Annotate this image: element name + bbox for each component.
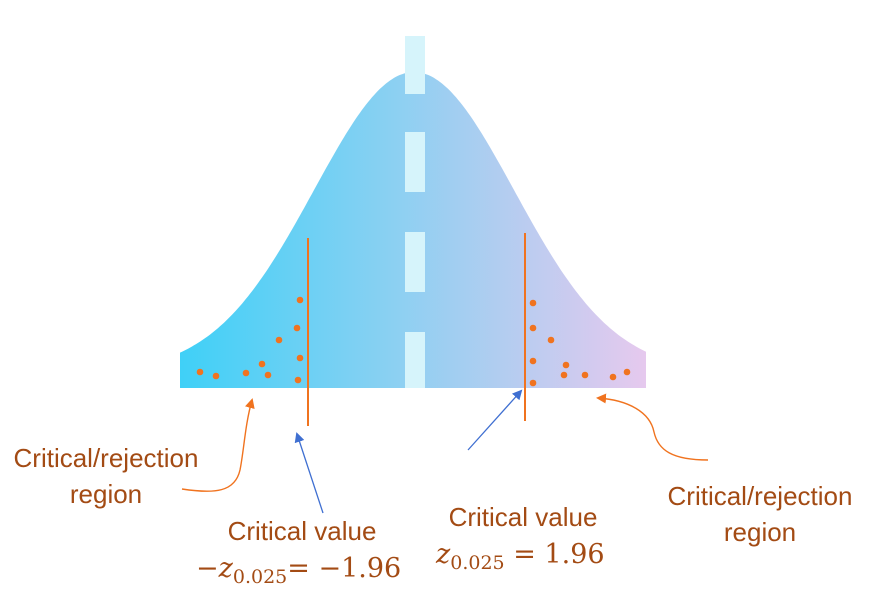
right-formula-rest: = 1.96 [504, 539, 605, 570]
right-region-dot [581, 371, 589, 379]
right-formula-subscript: 0.025 [450, 552, 505, 574]
center-dash-4 [405, 332, 425, 388]
right-region-dot [623, 368, 631, 376]
left-region-dot [293, 324, 301, 332]
left-region-dot [296, 296, 304, 304]
center-mean-dashed-line [405, 36, 425, 388]
right-region-dot [529, 299, 537, 307]
left-critical-value-formula: −z0.025= −1.96 [196, 551, 401, 587]
left-region-label-line2: region [69, 479, 143, 509]
right-region-dot [547, 336, 555, 344]
center-dash-1 [405, 36, 425, 94]
left-region-dot [242, 369, 250, 377]
left-region-dot [212, 372, 220, 380]
right-region-dot [560, 371, 568, 379]
right-region-dot [529, 324, 537, 332]
right-region-curved-arrow [596, 393, 709, 461]
right-region-dot [529, 379, 537, 387]
right-region-dot [609, 373, 617, 381]
critical-value-lines [307, 233, 526, 426]
annotation-arrows [181, 389, 709, 514]
right-region-dot [562, 361, 570, 369]
right-region-label: Critical/rejection region [645, 478, 875, 550]
left-region-dot [196, 368, 204, 376]
right-region-label-line1: Critical/rejection [667, 481, 853, 511]
right-region-dot [529, 357, 537, 365]
left-formula-rest: = −1.96 [287, 553, 402, 584]
right-critical-value-title: Critical value [448, 502, 598, 532]
left-region-dot [296, 354, 304, 362]
left-region-dot [258, 360, 266, 368]
right-critical-value-formula: z0.025 = 1.96 [436, 537, 605, 573]
bell-curve [180, 72, 646, 388]
left-formula-symbol: z [218, 553, 233, 584]
left-region-curved-arrow [181, 398, 255, 492]
left-region-dot [275, 336, 283, 344]
left-formula-prefix: − [196, 553, 219, 584]
rejection-sample-dots [196, 296, 631, 387]
left-critical-value-straight-arrow [294, 432, 324, 514]
right-critical-value-straight-arrow [467, 389, 523, 451]
right-formula-symbol: z [436, 539, 451, 570]
right-region-label-line2: region [723, 517, 797, 547]
center-dash-2 [405, 132, 425, 192]
left-critical-value-title: Critical value [227, 516, 377, 546]
left-region-label-line1: Critical/rejection [13, 443, 199, 473]
left-region-dot [264, 371, 272, 379]
left-formula-subscript: 0.025 [232, 566, 288, 588]
left-region-label: Critical/rejection region [0, 440, 226, 512]
center-dash-3 [405, 232, 425, 292]
bell-curve-area [180, 72, 646, 388]
left-region-dot [294, 376, 302, 384]
